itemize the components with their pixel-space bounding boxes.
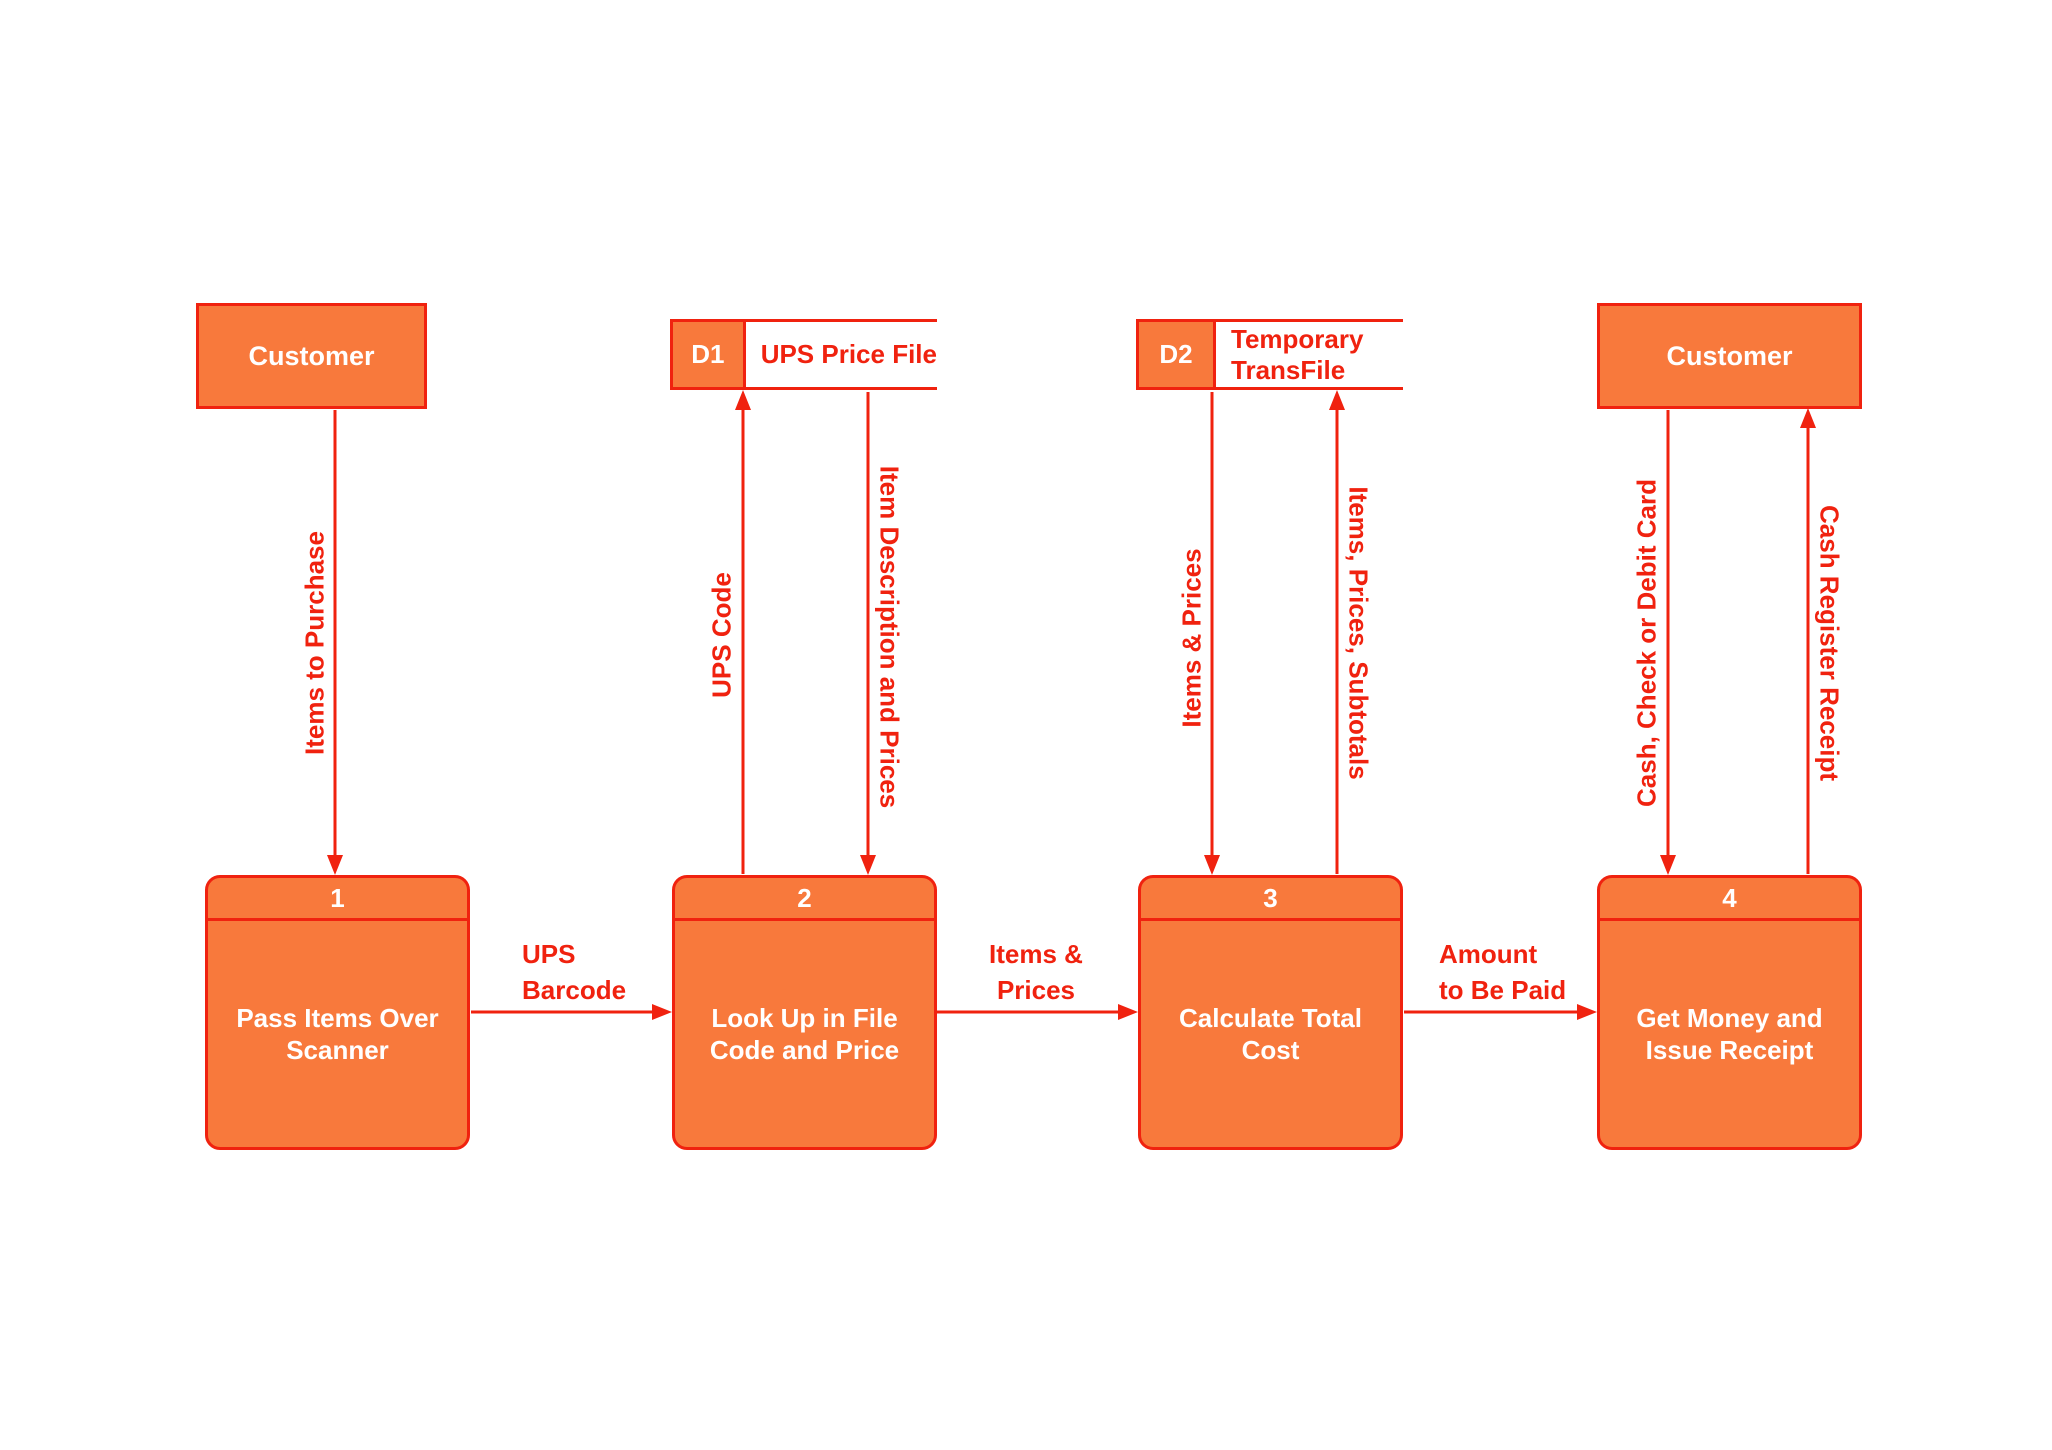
flow-label-items-prices-subtotals: Items, Prices, Subtotals [1343, 486, 1374, 780]
flow-label-ups-barcode: UPS Barcode [522, 936, 626, 1008]
entity-customer-left-label: Customer [248, 340, 375, 371]
process-3-label: Calculate Total Cost [1178, 1002, 1362, 1066]
entity-customer-right-label: Customer [1666, 340, 1793, 371]
process-4-label: Get Money and Issue Receipt [1636, 1002, 1823, 1066]
datastore-d2: D2 Temporary TransFile [1136, 319, 1403, 390]
datastore-d2-name-line2: TransFile [1231, 354, 1346, 385]
flow-label-amount-to-be-paid: Amount to Be Paid [1439, 936, 1566, 1008]
flow-label-cash-check-or-debit-card: Cash, Check or Debit Card [1631, 479, 1662, 807]
process-3-number: 3 [1141, 878, 1400, 921]
datastore-d2-name: Temporary TransFile [1216, 319, 1403, 390]
process-1: 1 Pass Items Over Scanner [205, 875, 470, 1150]
flow-label-cash-register-receipt: Cash Register Receipt [1814, 505, 1845, 781]
process-1-number: 1 [208, 878, 467, 921]
process-1-label: Pass Items Over Scanner [236, 1002, 439, 1066]
datastore-d1-name-text: UPS Price File [760, 339, 937, 369]
process-4: 4 Get Money and Issue Receipt [1597, 875, 1862, 1150]
process-2-number: 2 [675, 878, 934, 921]
flow-label-item-description-and-prices: Item Description and Prices [874, 465, 905, 809]
flow-label-amount-to-be-paid-line2: to Be Paid [1439, 975, 1567, 1005]
process-4-number: 4 [1600, 878, 1859, 921]
datastore-d1-name: UPS Price File [745, 319, 937, 390]
datastore-d1-id: D1 [670, 319, 746, 390]
entity-customer-left: Customer [196, 303, 427, 409]
flow-label-ups-barcode-line1: UPS [522, 939, 576, 969]
flow-label-ups-barcode-line2: Barcode [522, 975, 627, 1005]
flow-label-items-and-prices: Items & Prices [936, 936, 1136, 1008]
datastore-d1: D1 UPS Price File [670, 319, 937, 390]
flow-label-amount-to-be-paid-line1: Amount [1439, 939, 1538, 969]
process-3: 3 Calculate Total Cost [1138, 875, 1403, 1150]
flow-label-items-and-prices-line1: Items & [989, 939, 1083, 969]
flow-label-ups-code: UPS Code [706, 572, 737, 698]
flow-label-items-and-prices-line2: Prices [996, 975, 1076, 1005]
flow-label-items-to-purchase: Items to Purchase [299, 531, 330, 755]
datastore-d2-id: D2 [1136, 319, 1216, 390]
process-2: 2 Look Up in File Code and Price [672, 875, 937, 1150]
process-2-label: Look Up in File Code and Price [709, 1002, 900, 1066]
datastore-d2-name-line1: Temporary [1231, 323, 1364, 354]
entity-customer-right: Customer [1597, 303, 1862, 409]
flow-label-items-and-prices-store: Items & Prices [1176, 548, 1207, 728]
